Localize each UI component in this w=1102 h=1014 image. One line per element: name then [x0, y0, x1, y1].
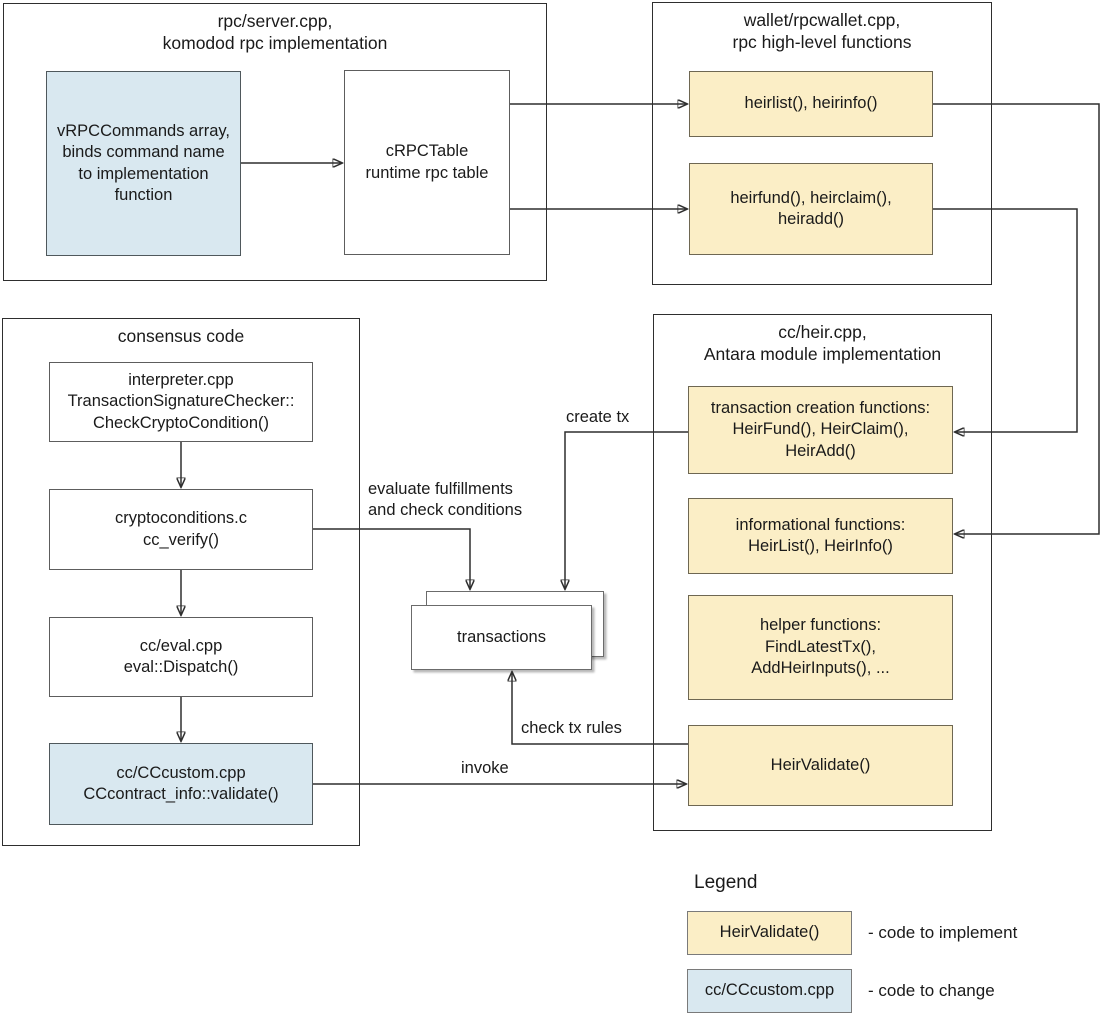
- node-crpctable: cRPCTable runtime rpc table: [344, 70, 510, 255]
- legend-swatch-implement: HeirValidate(): [687, 911, 852, 955]
- node-heirfund: heirfund(), heirclaim(), heiradd(): [689, 163, 933, 255]
- node-heirvalidate: HeirValidate(): [688, 725, 953, 806]
- container-rpc-server: rpc/server.cpp, komodod rpc implementati…: [3, 3, 547, 281]
- transactions-box-front: transactions: [411, 605, 592, 670]
- container-wallet-title: wallet/rpcwallet.cpp, rpc high-level fun…: [732, 10, 912, 52]
- container-consensus-title: consensus code: [117, 326, 245, 346]
- node-cccustom: cc/CCcustom.cpp CCcontract_info::validat…: [49, 743, 313, 825]
- container-heir-title: cc/heir.cpp, Antara module implementatio…: [703, 322, 942, 364]
- edge-label-evaluate: evaluate fulfillments and check conditio…: [368, 480, 523, 519]
- edge-label-create-tx: create tx: [566, 408, 630, 426]
- legend-swatch-change: cc/CCcustom.cpp: [687, 969, 852, 1013]
- node-txcreation: transaction creation functions: HeirFund…: [688, 386, 953, 474]
- legend-title: Legend: [694, 872, 758, 893]
- node-cceval: cc/eval.cpp eval::Dispatch(): [49, 617, 313, 697]
- node-informational: informational functions: HeirList(), Hei…: [688, 498, 953, 574]
- node-helper: helper functions: FindLatestTx(), AddHei…: [688, 595, 953, 700]
- legend-label-change: - code to change: [868, 981, 995, 1000]
- edge-label-check-tx-rules: check tx rules: [521, 719, 622, 737]
- edge-label-invoke: invoke: [461, 759, 509, 777]
- node-cryptoconditions: cryptoconditions.c cc_verify(): [49, 489, 313, 570]
- node-interpreter: interpreter.cpp TransactionSignatureChec…: [49, 362, 313, 442]
- node-heirlist: heirlist(), heirinfo(): [689, 71, 933, 137]
- container-rpc-server-title: rpc/server.cpp, komodod rpc implementati…: [162, 11, 388, 53]
- node-vrpccommands: vRPCCommands array, binds command name t…: [46, 71, 241, 256]
- legend-label-implement: - code to implement: [868, 923, 1018, 942]
